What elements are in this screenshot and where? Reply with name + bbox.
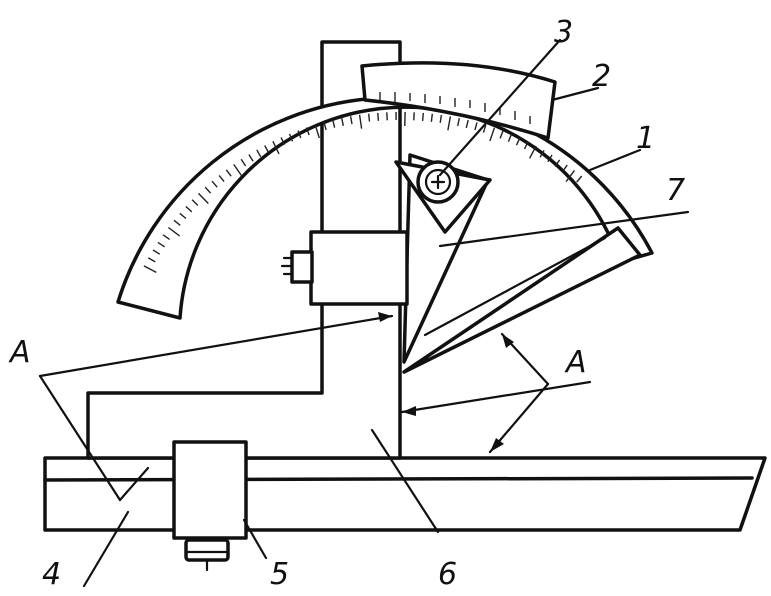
scale-tick <box>378 113 379 121</box>
base-ruler <box>45 458 765 530</box>
scale-tick <box>500 131 503 139</box>
label-7: 7 <box>666 173 685 208</box>
upper-clamp <box>282 232 407 304</box>
label-2: 2 <box>592 59 611 94</box>
label-6: 6 <box>438 557 457 591</box>
scale-tick <box>440 115 441 123</box>
scale-tick <box>448 116 451 130</box>
lower-clamp <box>174 442 246 570</box>
scale-tick <box>508 134 511 141</box>
label-a-left: A <box>8 335 31 370</box>
scale-tick <box>369 114 370 122</box>
label-1: 1 <box>636 121 655 156</box>
label-a-right: A <box>564 345 587 380</box>
scale-tick <box>431 114 432 122</box>
scale-tick <box>458 118 460 126</box>
scale-tick <box>490 128 495 141</box>
scale-tick <box>423 113 424 121</box>
label-3: 3 <box>554 15 573 50</box>
scale-tick <box>475 122 477 130</box>
scale-tick <box>466 120 468 128</box>
label-5: 5 <box>270 557 289 591</box>
label-4: 4 <box>42 557 61 591</box>
